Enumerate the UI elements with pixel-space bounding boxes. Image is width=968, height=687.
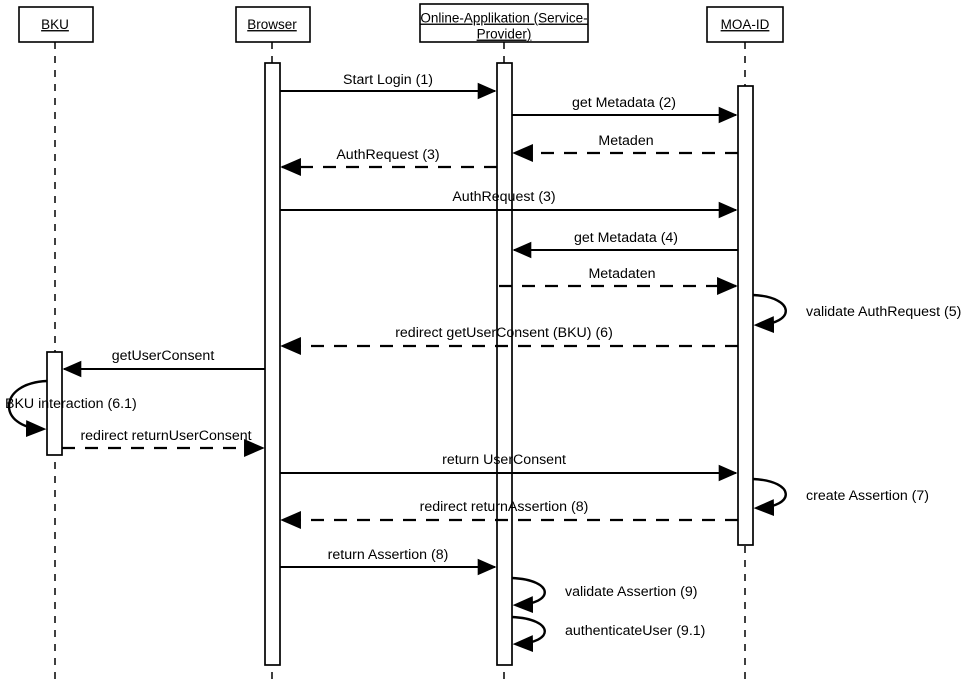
lifeline-header-box-moaid[interactable] bbox=[706, 6, 784, 43]
self-message-label-s4: validate Assertion (9) bbox=[565, 584, 697, 600]
self-message-arrow-s4 bbox=[511, 576, 546, 614]
self-message-arrow-s2 bbox=[7, 379, 48, 438]
lifeline-label-bku: BKU bbox=[41, 17, 69, 32]
message-label-m9: getUserConsent bbox=[112, 348, 215, 364]
self-message-arrow-s3 bbox=[752, 477, 787, 517]
self-message-s4[interactable]: validate Assertion (9) bbox=[511, 576, 697, 614]
lifeline-label-browser: Browser bbox=[247, 17, 297, 32]
self-message-label-s3: create Assertion (7) bbox=[806, 488, 929, 504]
message-m12[interactable]: redirect returnAssertion (8) bbox=[280, 499, 738, 529]
self-message-arrow-s1 bbox=[752, 293, 787, 334]
message-m4[interactable]: AuthRequest (3) bbox=[280, 147, 497, 176]
lifeline-header-box-oa[interactable] bbox=[419, 3, 589, 43]
message-m3[interactable]: Metaden bbox=[512, 133, 738, 162]
message-label-m1: Start Login (1) bbox=[343, 72, 433, 88]
message-label-m10: redirect returnUserConsent bbox=[80, 428, 251, 444]
self-message-s1[interactable]: validate AuthRequest (5) bbox=[752, 293, 961, 334]
self-message-label-s2: BKU interaction (6.1) bbox=[5, 396, 137, 412]
message-m13[interactable]: return Assertion (8) bbox=[280, 547, 497, 576]
lifeline-label-moaid: MOA-ID bbox=[721, 17, 770, 32]
message-label-m5: AuthRequest (3) bbox=[452, 189, 555, 205]
message-label-m3: Metaden bbox=[598, 133, 653, 149]
lifeline-header-box-browser[interactable] bbox=[235, 6, 311, 43]
activations-layer bbox=[46, 62, 754, 666]
message-m6[interactable]: get Metadata (4) bbox=[512, 230, 738, 259]
lifeline-bku: BKU bbox=[18, 6, 94, 682]
self-message-s2[interactable]: BKU interaction (6.1) bbox=[5, 379, 137, 438]
message-label-m4: AuthRequest (3) bbox=[336, 147, 439, 163]
self-message-s3[interactable]: create Assertion (7) bbox=[752, 477, 929, 517]
lifeline-header-box-bku[interactable] bbox=[18, 6, 94, 43]
message-m10[interactable]: redirect returnUserConsent bbox=[62, 428, 265, 457]
message-m7[interactable]: Metadaten bbox=[499, 266, 738, 295]
message-m5[interactable]: AuthRequest (3) bbox=[280, 189, 738, 219]
message-m2[interactable]: get Metadata (2) bbox=[512, 95, 738, 124]
message-m1[interactable]: Start Login (1) bbox=[280, 72, 497, 100]
self-message-s5[interactable]: authenticateUser (9.1) bbox=[511, 615, 705, 653]
activation-bar-moaid[interactable] bbox=[737, 85, 754, 546]
message-label-m12: redirect returnAssertion (8) bbox=[420, 499, 589, 515]
message-m9[interactable]: getUserConsent bbox=[62, 348, 265, 378]
message-m11[interactable]: return UserConsent bbox=[280, 452, 738, 482]
activation-bar-oa[interactable] bbox=[496, 62, 513, 666]
message-label-m2: get Metadata (2) bbox=[572, 95, 676, 111]
self-message-label-s5: authenticateUser (9.1) bbox=[565, 623, 705, 639]
message-label-m7: Metadaten bbox=[588, 266, 655, 282]
lifeline-moaid: MOA-ID bbox=[706, 6, 784, 682]
lifeline-label2-oa: Provider) bbox=[477, 27, 532, 42]
message-label-m6: get Metadata (4) bbox=[574, 230, 678, 246]
lifeline-label-oa: Online-Applikation (Service- bbox=[420, 11, 587, 26]
message-label-m13: return Assertion (8) bbox=[328, 547, 449, 563]
activation-bar-browser[interactable] bbox=[264, 62, 281, 666]
self-messages-layer: validate AuthRequest (5) BKU interaction … bbox=[5, 293, 961, 653]
message-label-m8: redirect getUserConsent (BKU) (6) bbox=[395, 325, 613, 341]
self-message-arrow-s5 bbox=[511, 615, 546, 653]
activation-bar-bku[interactable] bbox=[46, 351, 63, 456]
message-label-m11: return UserConsent bbox=[442, 452, 566, 468]
message-m8[interactable]: redirect getUserConsent (BKU) (6) bbox=[280, 325, 738, 355]
messages-layer: Start Login (1) get Metadata (2) MetadenAu… bbox=[62, 72, 738, 576]
self-message-label-s1: validate AuthRequest (5) bbox=[806, 304, 961, 320]
